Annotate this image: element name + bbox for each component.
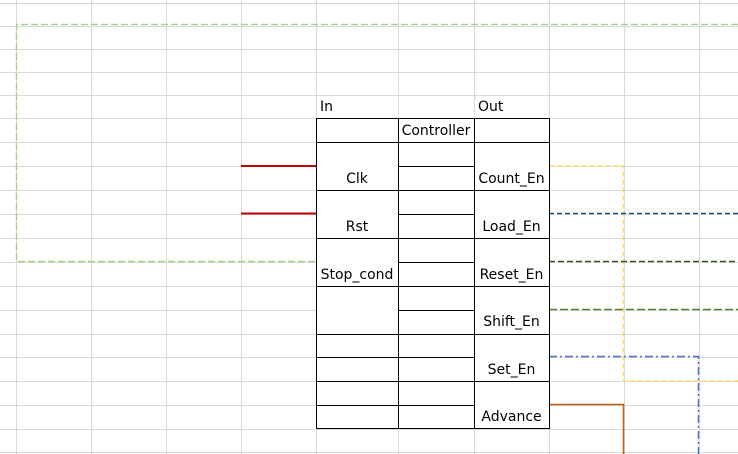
controller-block — [316, 118, 550, 429]
out-header-label: Out — [478, 99, 504, 115]
set-en-wire — [549, 355, 700, 454]
output-label-count-en: Count_En — [478, 171, 545, 187]
count-en-wire — [549, 165, 738, 382]
input-label-rst: Rst — [345, 219, 369, 235]
in-header-label: In — [320, 99, 334, 115]
output-label-reset-en: Reset_En — [479, 267, 544, 283]
input-label-stop-cond: Stop_cond — [320, 267, 394, 283]
input-label-clk: Clk — [346, 171, 368, 187]
output-label-load-en: Load_En — [482, 219, 541, 235]
feedback-loop-wire — [15, 23, 738, 263]
output-label-advance: Advance — [481, 409, 542, 425]
controller-outline — [316, 118, 550, 429]
controller-title: Controller — [401, 123, 471, 139]
advance-wire — [549, 403, 625, 454]
output-label-set-en: Set_En — [487, 362, 536, 378]
signal-wires — [15, 23, 738, 454]
output-label-shift-en: Shift_En — [483, 314, 540, 330]
